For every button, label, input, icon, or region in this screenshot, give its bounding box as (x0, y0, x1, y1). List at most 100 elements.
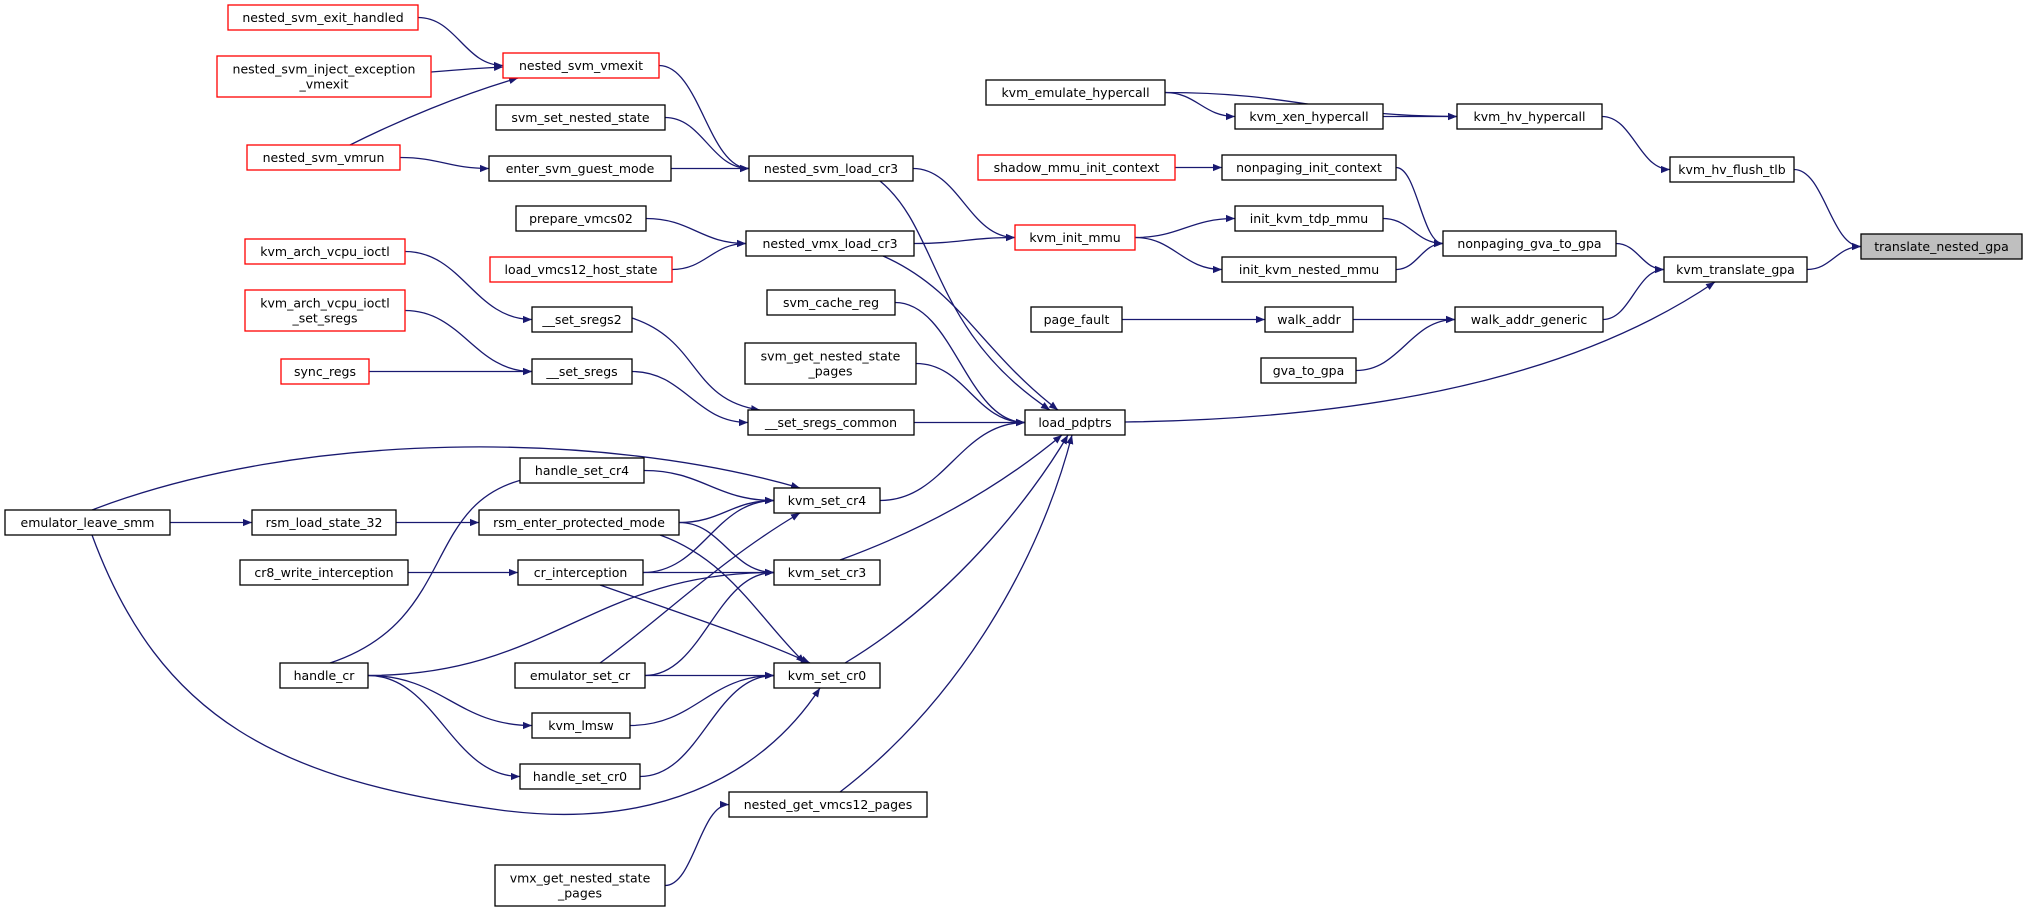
node-box[interactable] (519, 763, 641, 790)
node-__set_sregs[interactable]: __set_sregs (531, 358, 633, 385)
node-box[interactable] (502, 52, 660, 79)
node-page_fault[interactable]: page_fault (1030, 306, 1123, 333)
node-box[interactable] (517, 559, 644, 586)
node-box[interactable] (251, 509, 397, 536)
node-box[interactable] (244, 238, 406, 265)
node-walk_addr_generic[interactable]: walk_addr_generic (1454, 306, 1604, 333)
node-nonpaging_init_context[interactable]: nonpaging_init_context (1221, 154, 1397, 181)
node-rsm_load_state_32[interactable]: rsm_load_state_32 (251, 509, 397, 536)
node-svm_cache_reg[interactable]: svm_cache_reg (766, 289, 896, 316)
node-box[interactable] (977, 154, 1176, 181)
node-box[interactable] (748, 155, 914, 182)
node-nested_vmx_load_cr3[interactable]: nested_vmx_load_cr3 (745, 230, 915, 257)
node-box[interactable] (239, 559, 409, 586)
node-box[interactable] (773, 487, 881, 514)
node-box[interactable] (227, 4, 419, 31)
node-box[interactable] (766, 289, 896, 316)
node-box[interactable] (1221, 256, 1397, 283)
node-kvm_translate_gpa[interactable]: kvm_translate_gpa (1663, 256, 1808, 283)
node-box[interactable] (531, 712, 631, 739)
node-kvm_init_mmu[interactable]: kvm_init_mmu (1014, 224, 1136, 251)
node-box[interactable] (280, 358, 370, 385)
node-cr8_write_interception[interactable]: cr8_write_interception (239, 559, 409, 586)
node-emulator_leave_smm[interactable]: emulator_leave_smm (4, 509, 171, 536)
node-box[interactable] (216, 55, 432, 98)
node-box[interactable] (747, 409, 915, 436)
node-box[interactable] (1860, 233, 2023, 260)
node-box[interactable] (488, 155, 672, 182)
node-box[interactable] (744, 342, 917, 385)
node-kvm_hv_hypercall[interactable]: kvm_hv_hypercall (1456, 103, 1603, 130)
node-box[interactable] (489, 256, 673, 283)
node-svm_set_nested_state[interactable]: svm_set_nested_state (495, 104, 666, 131)
node-load_pdptrs[interactable]: load_pdptrs (1024, 409, 1126, 436)
node-handle_set_cr4[interactable]: handle_set_cr4 (519, 457, 645, 484)
node-__set_sregs2[interactable]: __set_sregs2 (531, 306, 633, 333)
node-translate_nested_gpa[interactable]: translate_nested_gpa (1860, 233, 2023, 260)
node-box[interactable] (1442, 230, 1617, 257)
node-enter_svm_guest_mode[interactable]: enter_svm_guest_mode (488, 155, 672, 182)
node-box[interactable] (728, 791, 928, 818)
node-box[interactable] (985, 79, 1166, 106)
node-kvm_arch_vcpu_ioctl[interactable]: kvm_arch_vcpu_ioctl (244, 238, 406, 265)
node-box[interactable] (1234, 205, 1384, 232)
node-svm_get_nested_state_pages[interactable]: svm_get_nested_state_pages (744, 342, 917, 385)
node-kvm_xen_hypercall[interactable]: kvm_xen_hypercall (1234, 103, 1384, 130)
node-nested_svm_load_cr3[interactable]: nested_svm_load_cr3 (748, 155, 914, 182)
node-box[interactable] (1260, 357, 1357, 384)
node-nested_svm_vmrun[interactable]: nested_svm_vmrun (246, 144, 401, 171)
node-box[interactable] (478, 509, 680, 536)
node-init_kvm_nested_mmu[interactable]: init_kvm_nested_mmu (1221, 256, 1397, 283)
node-__set_sregs_common[interactable]: __set_sregs_common (747, 409, 915, 436)
node-sync_regs[interactable]: sync_regs (280, 358, 370, 385)
node-box[interactable] (1454, 306, 1604, 333)
node-box[interactable] (246, 144, 401, 171)
node-box[interactable] (1014, 224, 1136, 251)
node-init_kvm_tdp_mmu[interactable]: init_kvm_tdp_mmu (1234, 205, 1384, 232)
node-cr_interception[interactable]: cr_interception (517, 559, 644, 586)
node-box[interactable] (773, 559, 881, 586)
node-box[interactable] (1221, 154, 1397, 181)
node-box[interactable] (495, 104, 666, 131)
node-box[interactable] (279, 662, 369, 689)
node-box[interactable] (773, 662, 881, 689)
node-kvm_lmsw[interactable]: kvm_lmsw (531, 712, 631, 739)
node-kvm_arch_vcpu_ioctl_set_sregs[interactable]: kvm_arch_vcpu_ioctl_set_sregs (244, 289, 406, 332)
node-box[interactable] (244, 289, 406, 332)
node-kvm_set_cr4[interactable]: kvm_set_cr4 (773, 487, 881, 514)
node-kvm_emulate_hypercall[interactable]: kvm_emulate_hypercall (985, 79, 1166, 106)
node-shadow_mmu_init_context[interactable]: shadow_mmu_init_context (977, 154, 1176, 181)
node-box[interactable] (531, 358, 633, 385)
node-nested_svm_inject_exception_vmexit[interactable]: nested_svm_inject_exception_vmexit (216, 55, 432, 98)
node-nested_svm_exit_handled[interactable]: nested_svm_exit_handled (227, 4, 419, 31)
node-gva_to_gpa[interactable]: gva_to_gpa (1260, 357, 1357, 384)
node-box[interactable] (514, 662, 646, 689)
node-box[interactable] (1669, 156, 1795, 183)
node-handle_cr[interactable]: handle_cr (279, 662, 369, 689)
node-rsm_enter_protected_mode[interactable]: rsm_enter_protected_mode (478, 509, 680, 536)
node-nested_svm_vmexit[interactable]: nested_svm_vmexit (502, 52, 660, 79)
node-walk_addr[interactable]: walk_addr (1264, 306, 1354, 333)
node-box[interactable] (1234, 103, 1384, 130)
node-box[interactable] (1024, 409, 1126, 436)
node-box[interactable] (1030, 306, 1123, 333)
node-kvm_set_cr3[interactable]: kvm_set_cr3 (773, 559, 881, 586)
node-box[interactable] (494, 864, 666, 907)
node-kvm_hv_flush_tlb[interactable]: kvm_hv_flush_tlb (1669, 156, 1795, 183)
node-box[interactable] (519, 457, 645, 484)
node-emulator_set_cr[interactable]: emulator_set_cr (514, 662, 646, 689)
node-box[interactable] (745, 230, 915, 257)
node-prepare_vmcs02[interactable]: prepare_vmcs02 (515, 205, 647, 232)
node-box[interactable] (531, 306, 633, 333)
node-handle_set_cr0[interactable]: handle_set_cr0 (519, 763, 641, 790)
node-load_vmcs12_host_state[interactable]: load_vmcs12_host_state (489, 256, 673, 283)
node-box[interactable] (1264, 306, 1354, 333)
node-vmx_get_nested_state_pages[interactable]: vmx_get_nested_state_pages (494, 864, 666, 907)
node-box[interactable] (4, 509, 171, 536)
node-kvm_set_cr0[interactable]: kvm_set_cr0 (773, 662, 881, 689)
node-box[interactable] (515, 205, 647, 232)
node-box[interactable] (1663, 256, 1808, 283)
node-nonpaging_gva_to_gpa[interactable]: nonpaging_gva_to_gpa (1442, 230, 1617, 257)
node-box[interactable] (1456, 103, 1603, 130)
node-nested_get_vmcs12_pages[interactable]: nested_get_vmcs12_pages (728, 791, 928, 818)
